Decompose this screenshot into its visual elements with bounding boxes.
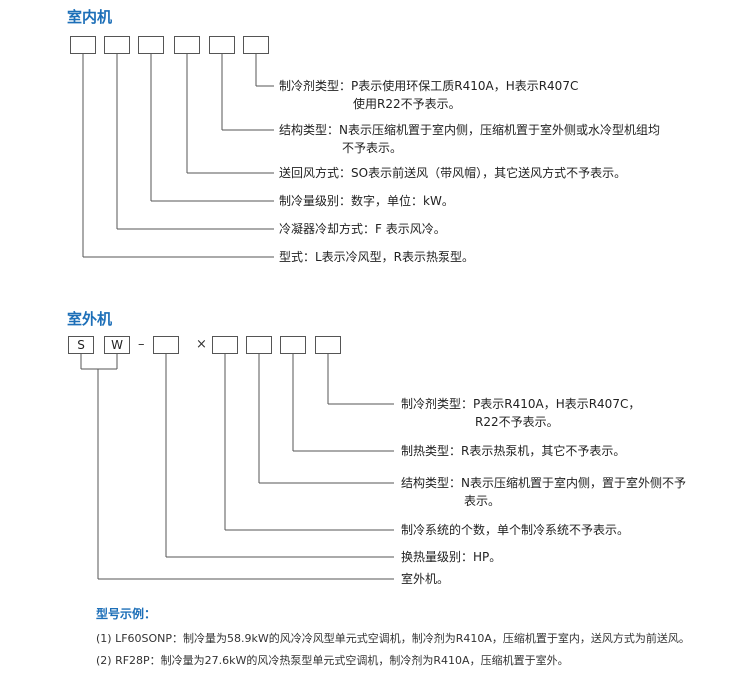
indoor-code-box-6 bbox=[243, 36, 269, 54]
indoor-refrigerant-label: 制冷剂类型：P表示使用环保工质R410A，H表示R407C bbox=[279, 79, 579, 93]
outdoor-refrigerant-label: 制冷剂类型：P表示R410A，H表示R407C， bbox=[401, 397, 641, 411]
times-symbol: × bbox=[196, 337, 207, 352]
outdoor-code-box-7 bbox=[315, 336, 341, 354]
dash-symbol: – bbox=[138, 337, 145, 352]
indoor-code-box-2 bbox=[104, 36, 130, 54]
example-item-1: (1) LF60SONP：制冷量为58.9kW的风冷冷风型单元式空调机，制冷剂为… bbox=[96, 632, 690, 645]
outdoor-capacity-label: 换热量级别：HP。 bbox=[401, 550, 502, 564]
outdoor-code-box-3 bbox=[153, 336, 179, 354]
indoor-title: 室内机 bbox=[67, 8, 113, 26]
indoor-code-box-5 bbox=[209, 36, 235, 54]
indoor-code-box-1 bbox=[70, 36, 96, 54]
indoor-capacity-label: 制冷量级别：数字，单位：kW。 bbox=[279, 194, 454, 208]
outdoor-box-w: W bbox=[104, 336, 130, 354]
outdoor-refrigerant-label-2: R22不予表示。 bbox=[475, 415, 559, 429]
indoor-airflow-label: 送回风方式：SO表示前送风（带风帽），其它送风方式不予表示。 bbox=[279, 166, 627, 180]
outdoor-structure-label-2: 表示。 bbox=[464, 494, 501, 508]
indoor-code-box-3 bbox=[138, 36, 164, 54]
outdoor-structure-label: 结构类型：N表示压缩机置于室内侧，置于室外侧不予 bbox=[401, 476, 686, 490]
outdoor-code-box-4 bbox=[212, 336, 238, 354]
example-item-2: (2) RF28P：制冷量为27.6kW的风冷热泵型单元式空调机，制冷剂为R41… bbox=[96, 654, 569, 667]
indoor-cooling-label: 冷凝器冷却方式：F 表示风冷。 bbox=[279, 222, 446, 236]
outdoor-title: 室外机 bbox=[67, 310, 113, 328]
outdoor-box-s: S bbox=[68, 336, 94, 354]
indoor-refrigerant-label-2: 使用R22不予表示。 bbox=[353, 97, 461, 111]
indoor-structure-label: 结构类型：N表示压缩机置于室内侧，压缩机置于室外侧或水冷型机组均 bbox=[279, 123, 660, 137]
indoor-structure-label-2: 不予表示。 bbox=[342, 141, 403, 155]
outdoor-code-box-5 bbox=[246, 336, 272, 354]
outdoor-unit-label: 室外机。 bbox=[401, 572, 450, 586]
indoor-code-box-4 bbox=[174, 36, 200, 54]
examples-title: 型号示例： bbox=[96, 607, 157, 621]
outdoor-systems-label: 制冷系统的个数，单个制冷系统不予表示。 bbox=[401, 523, 630, 537]
outdoor-code-box-6 bbox=[280, 336, 306, 354]
indoor-type-label: 型式：L表示冷风型，R表示热泵型。 bbox=[279, 250, 475, 264]
outdoor-heating-label: 制热类型：R表示热泵机，其它不予表示。 bbox=[401, 444, 626, 458]
